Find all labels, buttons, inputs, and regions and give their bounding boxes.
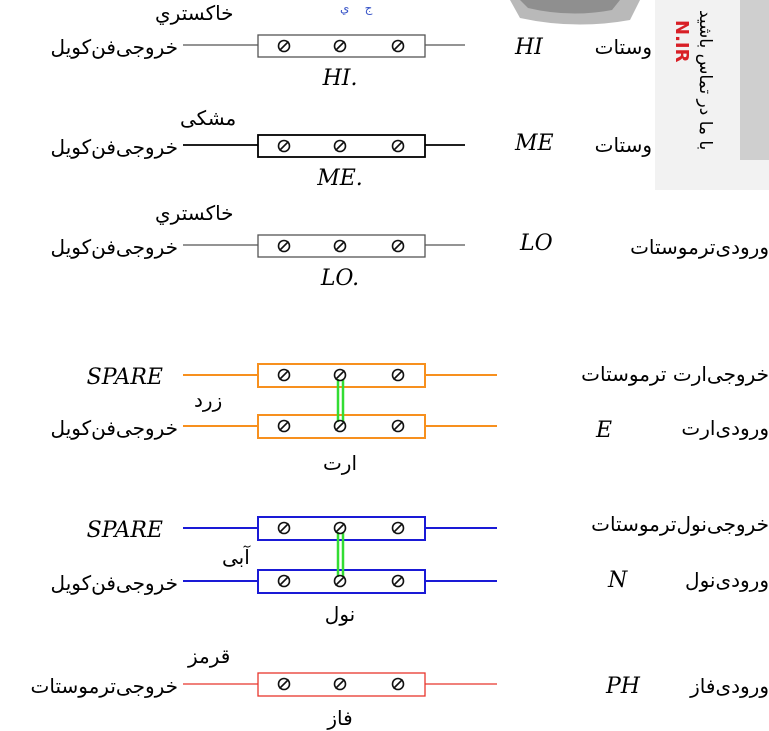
- under-label-n: نول: [325, 602, 355, 626]
- left-label-e: خروجی‌فن‌کویل: [51, 416, 178, 440]
- terminal-screw: [277, 677, 291, 691]
- terminal-screw: [333, 521, 347, 535]
- right-label-ph: ورودی‌فاز: [689, 674, 769, 698]
- terminal-screw: [333, 677, 347, 691]
- terminal-block-n-top: [257, 516, 426, 541]
- row-e-top: SPARE خروجی‌ارت ترموستات: [87, 362, 769, 390]
- right-code-e: E: [595, 418, 612, 443]
- svg-text:ج ي: ج ي: [340, 1, 373, 15]
- terminal-screw: [391, 239, 405, 253]
- watermark-side-text: با ما در تماس باشید: [695, 10, 715, 150]
- terminal-screw: [277, 574, 291, 588]
- wire-label-lo: خاکستري: [155, 201, 234, 226]
- left-code-n-top: SPARE: [87, 518, 163, 543]
- neutral-bridge: [336, 532, 345, 577]
- terminal-block-hi: [257, 34, 426, 58]
- terminal-screw: [391, 677, 405, 691]
- terminal-screw: [333, 139, 347, 153]
- row-hi: خاکستري خروجی‌فن‌کویل HI. HI وستات: [51, 1, 652, 91]
- right-code-hi: HI: [514, 35, 544, 60]
- right-code-n: N: [607, 568, 628, 593]
- under-label-e: ارت: [323, 451, 357, 475]
- terminal-screw: [391, 368, 405, 382]
- under-label-lo: LO.: [320, 266, 359, 291]
- right-label-n-top: خروجی‌نول‌ترموستات: [591, 512, 769, 536]
- terminal-screw: [277, 521, 291, 535]
- terminal-screw: [277, 419, 291, 433]
- right-label-me: وستات: [595, 133, 652, 157]
- wire-label-hi: خاکستري: [155, 1, 234, 26]
- wire-label-e: زرد: [194, 388, 222, 412]
- right-label-n: ورودی‌نول: [685, 568, 769, 592]
- terminal-screw: [333, 39, 347, 53]
- terminal-screw: [333, 368, 347, 382]
- left-label-hi: خروجی‌فن‌کویل: [51, 35, 178, 59]
- left-label-ph: خروجی‌ترموستات: [31, 674, 178, 698]
- watermark-site: N.IR: [671, 20, 692, 63]
- row-n-top: SPARE خروجی‌نول‌ترموستات: [87, 512, 769, 543]
- row-ph: قرمز خروجی‌ترموستات فاز PH ورودی‌فاز: [31, 644, 769, 730]
- terminal-screw: [277, 368, 291, 382]
- terminal-screw: [277, 239, 291, 253]
- terminal-screw: [391, 521, 405, 535]
- terminal-block-ph: [257, 672, 426, 697]
- right-code-ph: PH: [605, 674, 641, 699]
- row-me: مشکی خروجی‌فن‌کویل ME. ME وستات: [51, 106, 652, 191]
- right-label-hi: وستات: [595, 35, 652, 59]
- photo-fragment: ج ي: [340, 0, 769, 190]
- terminal-screw: [333, 419, 347, 433]
- terminal-screw: [277, 139, 291, 153]
- row-e-bottom: زرد خروجی‌فن‌کویل ارت E ورودی‌ارت: [51, 388, 769, 475]
- left-label-me: خروجی‌فن‌کویل: [51, 135, 178, 159]
- wire-label-me: مشکی: [180, 106, 236, 130]
- row-n-bottom: آبی خروجی‌فن‌کویل نول N ورودی‌نول: [51, 544, 769, 626]
- terminal-screw: [391, 139, 405, 153]
- right-code-me: ME: [514, 131, 554, 156]
- earth-bridge: [336, 379, 345, 422]
- terminal-block-e-bottom: [257, 414, 426, 439]
- terminal-screw: [391, 419, 405, 433]
- terminal-block-lo: [257, 234, 426, 258]
- under-label-hi: HI.: [322, 66, 358, 91]
- terminal-screw: [391, 574, 405, 588]
- terminal-screw: [333, 574, 347, 588]
- wire-label-n: آبی: [222, 544, 251, 569]
- right-label-e-top: خروجی‌ارت ترموستات: [581, 362, 769, 386]
- terminal-screws: [277, 39, 405, 691]
- terminal-block-n-bottom: [257, 569, 426, 594]
- under-label-ph: فاز: [326, 706, 352, 730]
- terminal-screw: [277, 39, 291, 53]
- right-code-lo: LO: [519, 231, 553, 256]
- left-label-lo: خروجی‌فن‌کویل: [51, 235, 178, 259]
- terminal-block-e-top: [257, 363, 426, 388]
- wire-label-ph: قرمز: [187, 644, 230, 668]
- terminal-screw: [391, 39, 405, 53]
- left-label-n: خروجی‌فن‌کویل: [51, 571, 178, 595]
- terminal-screw: [333, 239, 347, 253]
- right-label-e: ورودی‌ارت: [681, 416, 769, 440]
- right-label-lo: ورودی‌ترموستات: [630, 235, 769, 259]
- terminal-block-me: [257, 134, 426, 158]
- row-lo: خاکستري خروجی‌فن‌کویل LO. LO ورودی‌ترموس…: [51, 201, 769, 291]
- under-label-me: ME.: [316, 166, 363, 191]
- left-code-e-top: SPARE: [87, 365, 163, 390]
